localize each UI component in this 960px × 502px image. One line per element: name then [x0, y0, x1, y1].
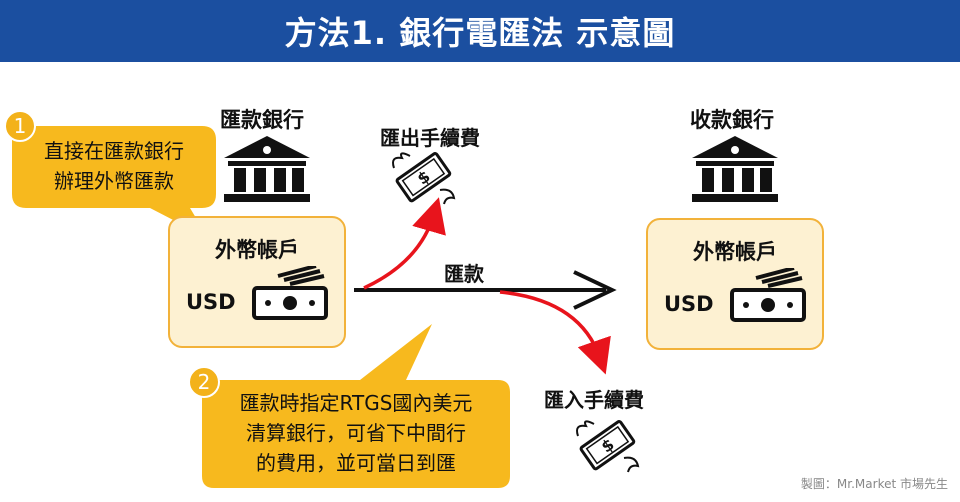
- outgoing-fee-money-icon: $: [392, 152, 456, 205]
- callout-1-line-1: 直接在匯款銀行: [44, 139, 184, 163]
- sender-bank-label: 匯款銀行: [220, 108, 304, 132]
- step-2-badge: 2: [188, 366, 220, 398]
- diagram-title: 方法1. 銀行電匯法 示意圖: [284, 14, 676, 52]
- sender-currency: USD: [186, 290, 236, 314]
- sender-account-title: 外幣帳戶: [215, 238, 299, 262]
- sender-cash-icon: [252, 266, 328, 320]
- receiver-bank-icon: [692, 136, 778, 202]
- callout-1-text: 直接在匯款銀行 辦理外幣匯款: [16, 136, 212, 196]
- callout-2-line-1: 匯款時指定RTGS國內美元: [239, 391, 473, 415]
- callout-2-text: 匯款時指定RTGS國內美元 清算銀行，可省下中間行 的費用，並可當日到匯: [206, 388, 506, 478]
- callout-2-bubble: [202, 324, 510, 488]
- receiver-cash-icon: [730, 268, 806, 322]
- incoming-fee-money-icon: $: [576, 420, 640, 473]
- callout-1-bubble: [12, 126, 216, 238]
- step-1-badge: 1: [4, 110, 36, 142]
- title-bar: 方法1. 銀行電匯法 示意圖: [0, 0, 960, 62]
- sender-account-box: 外幣帳戶 USD: [168, 216, 346, 348]
- outgoing-fee-arrow: [363, 197, 446, 290]
- sender-bank-icon: [224, 136, 310, 202]
- receiver-account-box: 外幣帳戶 USD: [646, 218, 824, 350]
- remittance-label: 匯款: [444, 262, 484, 286]
- receiver-account-title: 外幣帳戶: [693, 240, 777, 264]
- outgoing-fee-label: 匯出手續費: [380, 126, 480, 150]
- credit-text: 製圖：Mr.Market 市場先生: [800, 477, 948, 491]
- callout-1-line-2: 辦理外幣匯款: [54, 169, 174, 193]
- receiver-currency: USD: [664, 292, 714, 316]
- callout-2-line-2: 清算銀行，可省下中間行: [246, 421, 466, 445]
- receiver-bank-label: 收款銀行: [690, 108, 774, 132]
- callout-2-line-3: 的費用，並可當日到匯: [256, 451, 456, 475]
- remittance-arrow-head: [573, 270, 617, 310]
- incoming-fee-arrow: [499, 290, 611, 375]
- incoming-fee-label: 匯入手續費: [544, 388, 644, 412]
